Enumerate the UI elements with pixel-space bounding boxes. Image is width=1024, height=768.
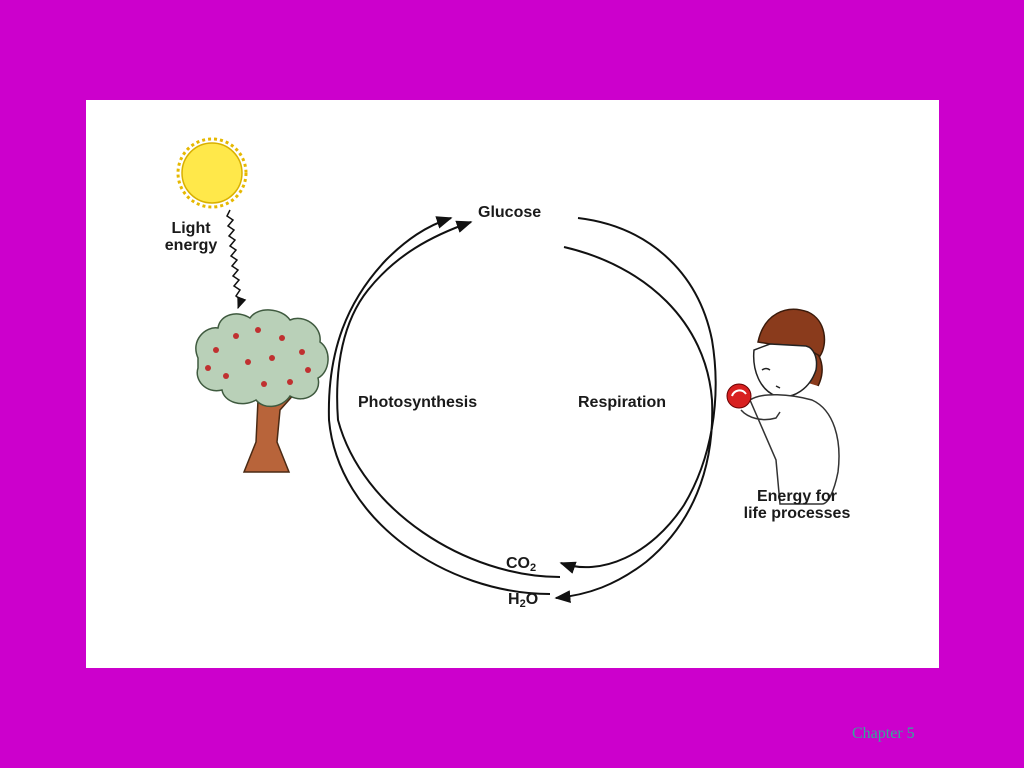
photosynthesis-arrows [327,216,561,595]
sun-icon [176,137,248,209]
h2o-tail: O [525,591,539,608]
light-energy-label-line1: Light [171,220,211,237]
energy-for-life-line2: life processes [743,505,851,522]
chapter-footer: Chapter 5 [852,725,915,742]
child-eating-apple-icon [726,308,840,505]
h2o-base: H [508,591,520,608]
h2o-subscript: 2 [519,598,526,610]
glucose-label: Glucose [478,204,542,221]
co2-subscript: 2 [530,562,537,574]
co2-label: CO2 [506,555,536,577]
energy-for-life-line1: Energy for [756,488,837,505]
photosynthesis-label: Photosynthesis [358,394,478,411]
diagram-panel: Light energy Glucose Photosynthesis Resp… [86,100,939,668]
light-energy-label: Light energy [156,220,226,254]
respiration-label: Respiration [578,394,667,411]
cycle-diagram [176,137,840,604]
co2-base: CO [506,555,530,572]
tree-icon [195,309,329,473]
light-energy-arrow [226,209,247,310]
energy-for-life-label: Energy for life processes [722,488,872,522]
light-energy-label-line2: energy [164,237,218,254]
respiration-arrows [554,217,717,604]
h2o-label: H2O [508,591,538,613]
